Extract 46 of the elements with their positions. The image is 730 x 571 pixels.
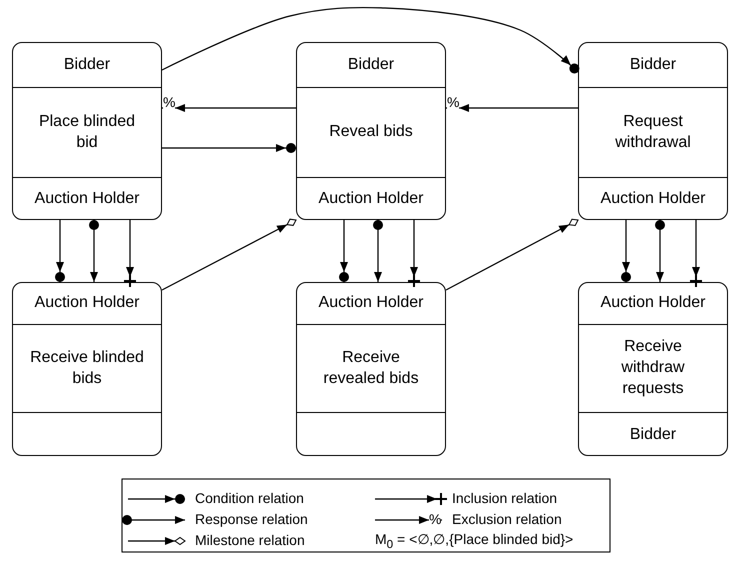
role-label: Auction Holder xyxy=(34,293,140,314)
role-label: Auction Holder xyxy=(600,293,706,314)
edge-label: % xyxy=(163,95,176,109)
response-arrow xyxy=(373,220,383,282)
activity-label: Request withdrawal xyxy=(614,112,692,152)
role-label: Auction Holder xyxy=(318,189,424,210)
event-box xyxy=(578,42,728,220)
inclusion-arrow xyxy=(123,220,137,288)
activity-label: Receive blinded bids xyxy=(29,348,145,388)
legend-label: Condition relation xyxy=(195,491,304,505)
event-box xyxy=(296,42,446,220)
activity-label: Receive revealed bids xyxy=(322,348,420,388)
event-box xyxy=(296,282,446,456)
condition-arrow xyxy=(55,220,65,282)
role-label: Bidder xyxy=(630,424,676,445)
initial-marking-note: M$_{0}$ = <∅,∅,{Place blinded bid}> xyxy=(375,532,574,550)
legend-label: Inclusion relation xyxy=(452,491,558,505)
inclusion-arrow xyxy=(689,220,703,288)
event-box xyxy=(12,282,162,456)
legend-label: Exclusion relation xyxy=(452,512,562,526)
role-label: Auction Holder xyxy=(600,189,706,210)
role-label: Bidder xyxy=(64,54,110,75)
role-label: Auction Holder xyxy=(34,189,140,210)
edge-label: % xyxy=(447,95,460,109)
response-arrow xyxy=(89,220,99,282)
milestone-arrow xyxy=(446,218,578,291)
exclusion-symbol: % xyxy=(429,512,442,526)
condition-arrow xyxy=(162,6,580,74)
role-label: Bidder xyxy=(348,54,394,75)
condition-arrow xyxy=(339,220,349,282)
legend-label: Response relation xyxy=(195,512,308,526)
milestone-arrow xyxy=(162,218,296,291)
exclusion-arrow xyxy=(446,104,578,112)
inclusion-arrow xyxy=(407,220,421,288)
exclusion-arrow xyxy=(162,104,296,112)
role-label: Bidder xyxy=(630,54,676,75)
activity-label: Place blinded bid xyxy=(38,112,136,152)
event-box xyxy=(578,282,728,456)
legend-label: Milestone relation xyxy=(195,533,305,547)
condition-arrow xyxy=(162,143,296,153)
event-box xyxy=(12,42,162,220)
activity-label: Receive withdraw requests xyxy=(620,337,686,399)
activity-label: Reveal bids xyxy=(329,122,413,142)
response-arrow xyxy=(655,220,665,282)
role-label: Auction Holder xyxy=(318,293,424,314)
condition-arrow xyxy=(621,220,631,282)
